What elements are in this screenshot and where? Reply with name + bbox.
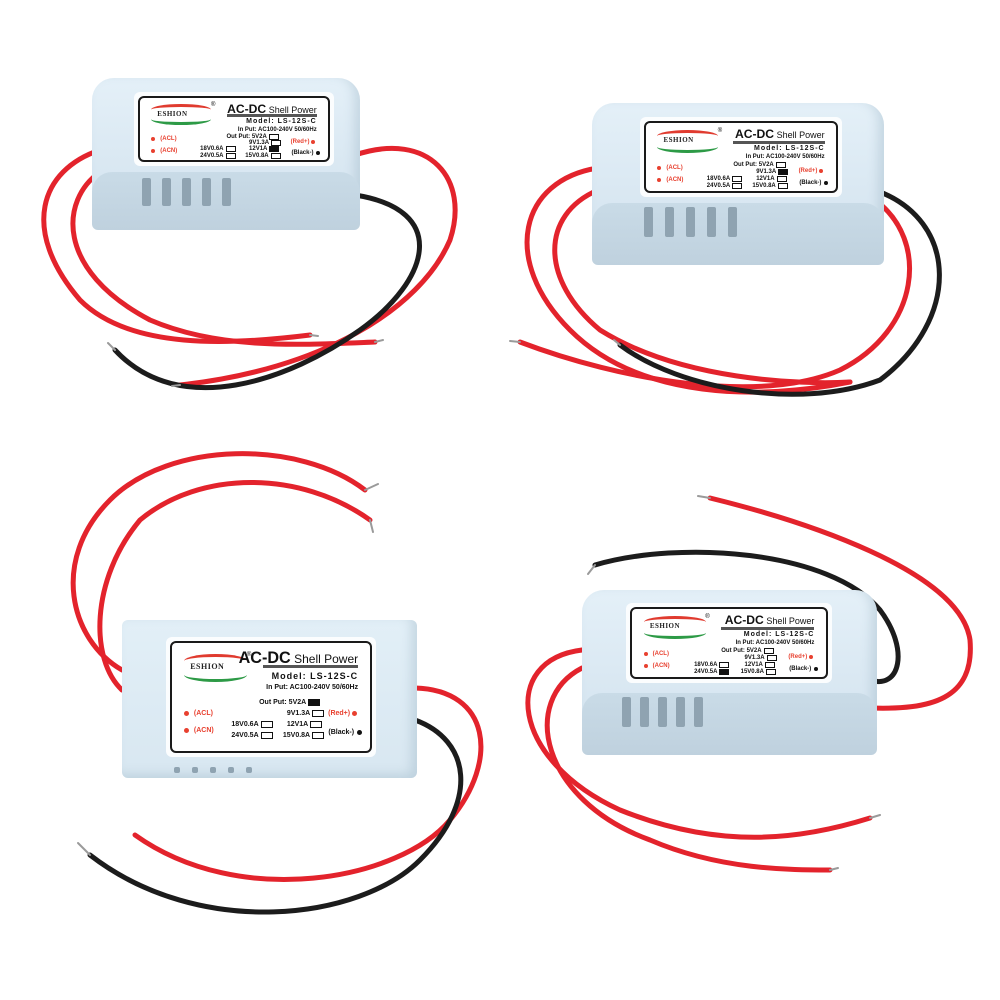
red-wire	[177, 145, 458, 388]
wire-tip	[77, 842, 91, 856]
input-spec: In Put: AC100-240V 50/60Hz	[735, 640, 815, 647]
vent-slot	[686, 207, 695, 237]
model-number: Model: LS-12S-C	[246, 117, 317, 125]
label-title: AC-DC Shell Power	[734, 127, 825, 142]
red-wire	[544, 665, 833, 873]
module-front-vent-face	[582, 693, 877, 755]
red-wire	[132, 685, 484, 882]
vent-slot	[202, 178, 211, 206]
vent-slot	[174, 767, 180, 773]
eshion-logo: ESHION®	[183, 652, 251, 682]
black-wire	[87, 717, 464, 915]
red-wire	[707, 495, 973, 711]
power-module-top-left: ESHION® AC-DC Shell Power Model: LS-12S-…	[92, 70, 360, 230]
product-label: ESHION® AC-DC Shell Power Model: LS-12S-…	[134, 92, 334, 166]
model-number: Model: LS-12S-C	[271, 671, 359, 682]
input-spec: In Put: AC100-240V 50/60Hz	[266, 684, 359, 692]
vent-slot	[192, 767, 198, 773]
eshion-logo: ESHION®	[657, 128, 722, 153]
power-module-top-right: ESHION® AC-DC Shell Power Model: LS-12S-…	[592, 95, 884, 265]
vent-slot	[222, 178, 231, 206]
vent-slot	[644, 207, 653, 237]
vent-slot	[162, 178, 171, 206]
vent-slot	[246, 767, 252, 773]
wire-tip	[364, 483, 379, 533]
power-module-bottom-left: ESHION® AC-DC Shell Power Model: LS-12S-…	[122, 615, 417, 780]
model-number: Model: LS-12S-C	[753, 144, 825, 152]
vent-slot	[707, 207, 716, 237]
wire-tip	[107, 334, 384, 387]
black-wire	[112, 192, 422, 391]
product-label: ESHION® AC-DC Shell Power Model: LS-12S-…	[626, 603, 832, 683]
red-wire	[97, 480, 373, 693]
vent-slot	[182, 178, 191, 206]
vent-slot	[228, 767, 234, 773]
input-spec: In Put: AC100-240V 50/60Hz	[745, 154, 825, 161]
product-label: ESHION® AC-DC Shell Power Model: LS-12S-…	[166, 637, 376, 757]
red-wire	[517, 197, 912, 390]
vent-slot	[676, 697, 685, 727]
label-title: AC-DC Shell Power	[238, 649, 359, 668]
product-label: ESHION® AC-DC Shell Power Model: LS-12S-…	[640, 117, 842, 197]
red-wire	[525, 647, 873, 840]
wire-tip	[587, 495, 881, 871]
vent-slot	[622, 697, 631, 727]
vent-slot	[658, 697, 667, 727]
vent-slot	[142, 178, 151, 206]
label-title: AC-DC Shell Power	[724, 613, 815, 628]
input-spec: In Put: AC100-240V 50/60Hz	[237, 126, 317, 133]
module-front-vent-face	[592, 203, 884, 265]
vent-slot	[640, 697, 649, 727]
eshion-logo: ESHION®	[643, 614, 710, 639]
model-number: Model: LS-12S-C	[743, 630, 815, 638]
vent-slot	[665, 207, 674, 237]
wire-tip	[509, 339, 621, 346]
power-module-bottom-right: ESHION® AC-DC Shell Power Model: LS-12S-…	[582, 585, 877, 755]
vent-slot	[728, 207, 737, 237]
black-wire	[617, 187, 942, 397]
vent-slot	[210, 767, 216, 773]
eshion-logo: ESHION®	[151, 102, 215, 126]
red-wire	[70, 169, 378, 347]
label-title: AC-DC Shell Power	[227, 101, 317, 116]
red-wire	[70, 451, 368, 673]
vent-slot	[694, 697, 703, 727]
